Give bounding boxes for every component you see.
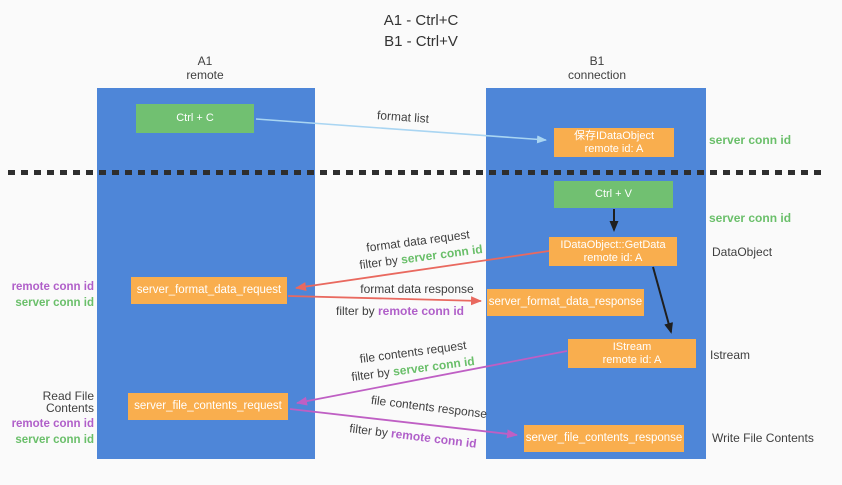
node-istream: IStream remote id: A (568, 339, 696, 368)
node-ctrl-c-label: Ctrl + C (176, 112, 214, 124)
machine-boundary-dotted-line (8, 170, 824, 175)
node-ctrl-c: Ctrl + C (136, 104, 254, 133)
node-server-file-contents-request: server_file_contents_request (128, 393, 288, 420)
title-line-2: B1 - Ctrl+V (384, 33, 458, 50)
node-istream-line2: remote id: A (602, 353, 662, 366)
diagram-title: A1 - Ctrl+C B1 - Ctrl+V (0, 10, 842, 52)
node-server-format-data-response: server_format_data_response (487, 289, 644, 316)
node-ctrl-v-label: Ctrl + V (595, 188, 632, 200)
lifeline-header-a1: A1 remote (135, 54, 275, 82)
lifeline-header-b1: B1 connection (527, 54, 667, 82)
remote-conn-id-text: remote conn id (390, 426, 478, 451)
label-format-list: format list (376, 108, 430, 126)
label-server-conn-id-ctrlv: server conn id (709, 211, 792, 225)
node-fmt-req-label: server_format_data_request (136, 284, 282, 296)
node-save-line2: remote id: A (584, 142, 644, 155)
lifeline-b1-name: B1 (589, 54, 605, 68)
lifeline-b1-role: connection (567, 68, 627, 82)
node-file-req-label: server_file_contents_request (134, 400, 282, 412)
node-server-format-data-request: server_format_data_request (131, 277, 287, 304)
label-remote-conn-id-format: remote conn id (11, 281, 94, 293)
label-filter-by-remote-conn-id-2: filter by remote conn id (349, 421, 478, 450)
node-save-line1: 保存IDataObject (573, 129, 655, 142)
label-stack-file-ids: Read File Contents remote conn id server… (0, 389, 94, 446)
label-dataobject: DataObject (712, 245, 773, 259)
node-getdata-line1: IDataObject::GetData (560, 238, 666, 251)
arrow-format-data-response (287, 295, 482, 306)
filter-by-text: filter by (358, 252, 403, 273)
node-istream-line1: IStream (612, 340, 652, 353)
node-save-idataobject: 保存IDataObject remote id: A (554, 128, 674, 157)
node-idataobject-getdata: IDataObject::GetData remote id: A (549, 237, 677, 266)
label-filter-by-remote-conn-id-1: filter by remote conn id (336, 304, 464, 318)
lifeline-a1-name: A1 (197, 54, 213, 68)
node-getdata-line2: remote id: A (583, 251, 643, 264)
label-format-data-response: format data response (360, 282, 474, 296)
label-stack-format-ids: remote conn id server conn id (0, 279, 94, 309)
filter-by-text: filter by (348, 421, 393, 441)
label-server-conn-id-save: server conn id (709, 133, 792, 147)
node-file-resp-label: server_file_contents_response (525, 432, 683, 444)
lifeline-a1-role: remote (186, 68, 224, 82)
filter-by-text: filter by (335, 304, 378, 318)
label-write-file-contents: Write File Contents (712, 431, 814, 445)
label-server-conn-id-file: server conn id (15, 433, 94, 446)
node-server-file-contents-response: server_file_contents_response (524, 425, 684, 452)
title-line-1: A1 - Ctrl+C (383, 12, 459, 29)
node-fmt-resp-label: server_format_data_response (488, 296, 643, 308)
label-server-conn-id-format: server conn id (15, 296, 94, 309)
label-remote-conn-id-file: remote conn id (11, 418, 94, 430)
label-file-contents-response: file contents response (370, 392, 488, 422)
remote-conn-id-text: remote conn id (378, 304, 465, 318)
node-ctrl-v: Ctrl + V (554, 181, 673, 208)
filter-by-text: filter by (350, 364, 395, 385)
label-istream: Istream (710, 348, 751, 362)
label-read-file-contents: Read File Contents (42, 389, 94, 415)
